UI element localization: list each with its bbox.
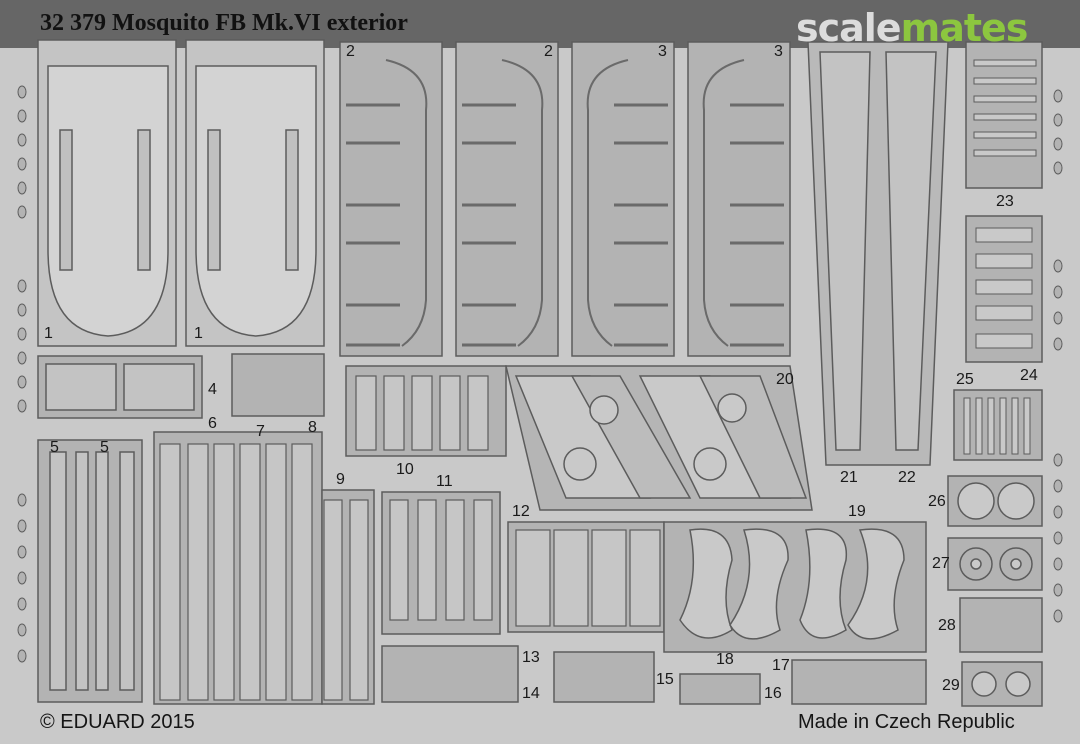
part-number-label: 23 [996,193,1014,210]
part-number-label: 15 [656,671,674,688]
part-number-label: 27 [932,555,950,572]
part-number-label: 5 [50,439,59,456]
part-number-label: 16 [764,685,782,702]
part-number-label: 22 [898,469,916,486]
part-number-label: 1 [194,325,203,342]
part-number-label: 11 [436,473,453,490]
part-28 [959,597,1043,653]
part-number-label: 12 [512,503,530,520]
part-number-label: 20 [776,371,794,388]
part-number-label: 28 [938,617,956,634]
part-number-label: 9 [336,471,345,488]
watermark-part1: scale [796,6,902,50]
part-number-label: 6 [208,415,217,432]
part-number-label: 7 [256,423,265,440]
part-number-label: 25 [956,371,974,388]
part-number-label: 17 [772,657,790,674]
part-number-label: 10 [396,461,414,478]
part-number-label: 2 [346,43,355,60]
part-17 [791,659,927,705]
watermark-logo: scalemates [796,6,1029,50]
part-number-label: 24 [1020,367,1038,384]
part-number-label: 1 [44,325,53,342]
part-number-label: 19 [848,503,866,520]
part-number-label: 18 [716,651,734,668]
part-number-label: 4 [208,381,217,398]
part-number-label: 29 [942,677,960,694]
part-number-label: 13 [522,649,540,666]
part-number-label: 3 [658,43,667,60]
part-15 [553,651,655,703]
part-number-label: 26 [928,493,946,510]
part-8 [231,353,325,417]
copyright-text: © EDUARD 2015 [40,711,195,733]
watermark-part2: mates [900,6,1029,50]
part-number-label: 14 [522,685,540,702]
part-number-label: 8 [308,419,317,436]
part-number-label: 2 [544,43,553,60]
part-16-18 [679,673,761,705]
part-number-label: 21 [840,469,858,486]
part-number-label: 3 [774,43,783,60]
origin-text: Made in Czech Republic [798,711,1015,733]
sheet-title: 32 379 Mosquito FB Mk.VI exterior [40,10,408,36]
part-number-label: 5 [100,439,109,456]
part-13-14 [381,645,519,703]
